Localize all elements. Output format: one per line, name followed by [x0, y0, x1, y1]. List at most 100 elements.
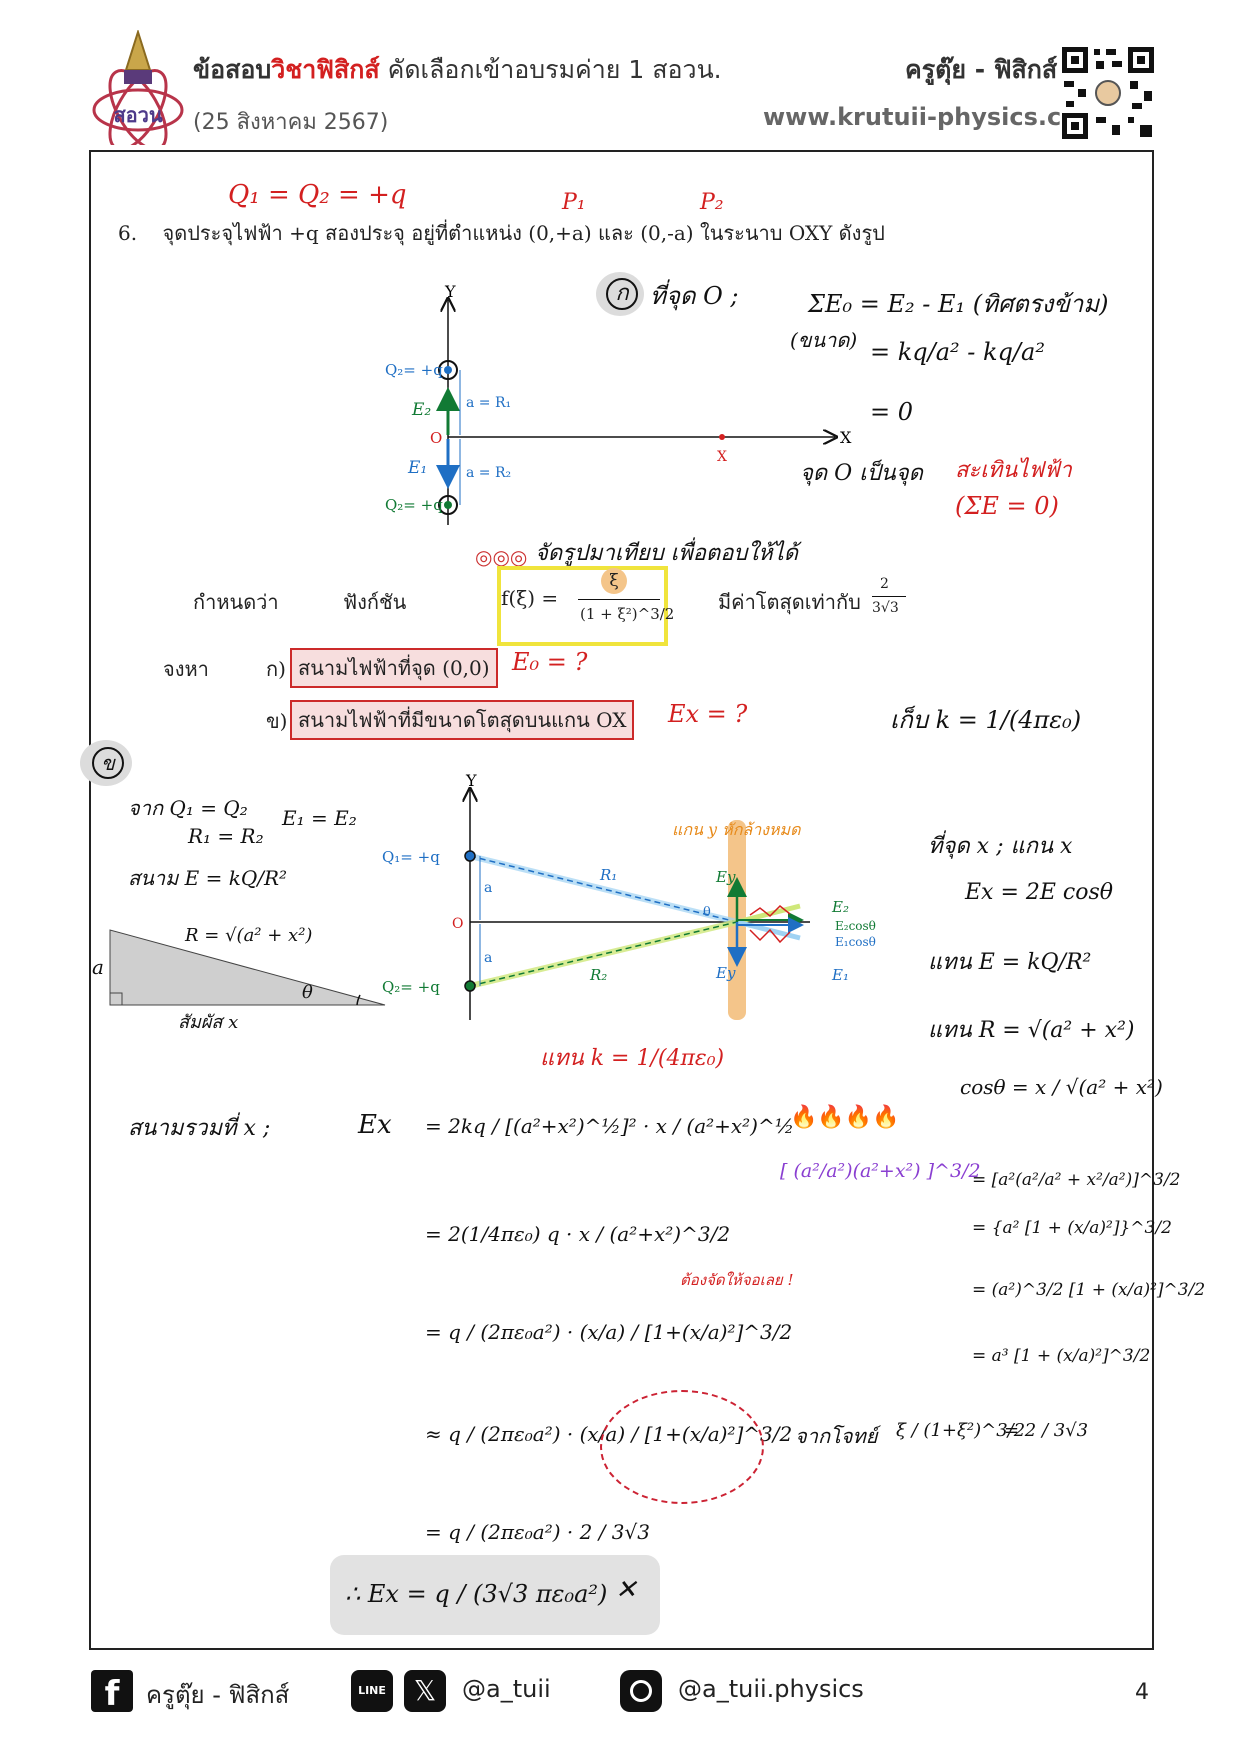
fig1-charge-top: [444, 366, 452, 374]
fig1-x-point: [719, 434, 725, 440]
target-icon: ◎◎◎: [475, 545, 528, 569]
line-icon[interactable]: LINE: [351, 1670, 393, 1712]
tri-base: สัมผัส x: [178, 1012, 239, 1033]
fig2-q1: Q₁= +q: [382, 848, 440, 866]
function-num: ξ: [601, 568, 627, 594]
footer-line-x[interactable]: @a_tuii: [462, 1675, 551, 1703]
function-box: [497, 566, 668, 646]
sol-b-from2: R₁ = R₂: [188, 824, 264, 848]
fig1-charge-bottom: [444, 501, 452, 509]
sol-b-given-val: = 2 / 3√3: [1004, 1420, 1089, 1441]
content-frame: [89, 150, 1154, 1650]
fig1-r2: a = R₂: [466, 465, 511, 481]
sol-b-equal: E₁ = E₂: [282, 806, 357, 830]
header-website[interactable]: www.krutuii-physics.com: [763, 103, 1103, 131]
fig2-r1-line: [469, 855, 738, 923]
badge-a: ก: [606, 278, 638, 310]
sol-b-step5: = q / (2πε₀a²) · 2 / 3√3: [425, 1520, 650, 1544]
find-label: จงหา: [163, 657, 209, 681]
max-num: 2: [880, 576, 889, 592]
fig1-r1: a = R₁: [466, 395, 511, 411]
define-label: กำหนดว่า: [193, 590, 279, 614]
fig2-label-o: O: [452, 916, 463, 932]
fig2-theta: θ: [703, 905, 711, 920]
sol-b-from: จาก Q₁ = Q₂: [128, 796, 248, 820]
sol-b-sub-k: แทน k = 1/(4πε₀): [540, 1046, 725, 1071]
answer-box: [330, 1555, 660, 1635]
sol-a-line3: = 0: [870, 398, 914, 426]
x-icon[interactable]: 𝕏: [404, 1670, 446, 1712]
fig2-charge-bottom: [464, 980, 476, 992]
tri-hyp: R = √(a² + x²): [185, 925, 313, 946]
part-a: สนามไฟฟ้าที่จุด (0,0): [290, 648, 498, 688]
sol-b-total-label: สนามรวมที่ x ;: [128, 1116, 271, 1141]
sol-b-from-given: จากโจทย์: [795, 1424, 878, 1448]
max-bar: [872, 596, 906, 597]
fig1-q-bottom: Q₂= +q: [385, 496, 443, 514]
sol-b-sub-r: แทน R = √(a² + x²): [928, 1018, 1135, 1043]
answer-mark: ✕: [615, 1575, 637, 1605]
footer-instagram[interactable]: @a_tuii.physics: [678, 1675, 864, 1703]
fig2-a-bot: a: [484, 950, 492, 966]
header-date: (25 สิงหาคม 2567): [193, 110, 389, 135]
sol-a-line2: = kq/a² - kq/a²: [870, 338, 1045, 366]
function-den: (1 + ξ²)^3/2: [580, 605, 675, 623]
problem-statement: 6. จุดประจุไฟฟ้า +q สองประจุ อยู่ที่ตำแห…: [118, 221, 885, 245]
header-teacher: ครูตุ๊ย - ฟิสิกส์: [905, 55, 1058, 84]
sol-b-must-fix: ต้องจัดให้จอเลย !: [680, 1271, 794, 1289]
function-bar: [578, 599, 660, 600]
sol-a-neutral-eq: (ΣE = 0): [955, 492, 1059, 520]
tri-side-a: a: [92, 955, 104, 979]
max-text: มีค่าโตสุดเท่ากับ: [718, 590, 861, 614]
side-1: [ (a²/a²)(a²+x²) ]^3/2: [780, 1160, 981, 1182]
fig2-e2: E₂: [831, 898, 849, 916]
figure-2: Y O Q₁= +q Q₂= +q a a R₁ R₂ θ Ey Ey E₂ E…: [382, 771, 876, 1020]
fire-icons: 🔥🔥🔥🔥: [790, 1105, 900, 1130]
side-4: = (a²)^3/2 [1 + (x/a)²]^3/2: [972, 1280, 1206, 1300]
qr-code-icon[interactable]: [1060, 45, 1156, 141]
part-b: สนามไฟฟ้าที่มีขนาดโตสุดบนแกน OX: [290, 700, 635, 740]
sol-b-given-fn: ξ / (1+ξ²)^3/2: [896, 1420, 1026, 1441]
annot-p1: P₁: [562, 190, 586, 215]
header-title: ข้อสอบวิชาฟิสิกส์ คัดเลือกเข้าอบรมค่าย 1…: [193, 55, 722, 84]
fig2-r2-line: [469, 921, 738, 987]
annot-charges: Q₁ = Q₂ = +q: [228, 180, 407, 210]
fig1-q-top: Q₂= +q: [385, 361, 443, 379]
fig2-e1: E₁: [831, 966, 849, 984]
sol-a-conclusion: จุด O เป็นจุด: [800, 461, 923, 486]
sol-b-field: สนาม E = kQ/R²: [128, 866, 288, 890]
fig2-charge-top: [464, 850, 476, 862]
sol-b-cos-eq: cosθ = x / √(a² + x²): [960, 1075, 1163, 1099]
triangle-figure: [109, 929, 386, 1006]
sorwon-logo: สอวน: [92, 30, 184, 145]
sol-a-heading: ที่จุด O ;: [650, 282, 739, 310]
fig2-a-top: a: [484, 880, 492, 896]
highlight-circle: [600, 1390, 764, 1504]
facebook-icon[interactable]: f: [91, 1670, 133, 1714]
fig2-label-y: Y: [465, 771, 477, 790]
fig2-e2cos: E₂cosθ: [835, 919, 876, 933]
figure-1: Y X O X Q₂= +q Q₂= +q E₂ E₁ a = R₁ a = R…: [385, 285, 852, 525]
page-number: 4: [1135, 1680, 1149, 1705]
part-a-annot: E₀ = ?: [512, 648, 588, 676]
function-label: ฟังก์ชัน: [343, 590, 407, 614]
final-answer: ∴ Ex = q / (3√3 πε₀a²): [345, 1580, 608, 1608]
fig2-q2: Q₂= +q: [382, 978, 440, 996]
sol-b-step2: = 2(1/4πε₀) q · x / (a²+x²)^3/2: [425, 1222, 731, 1246]
side-5: = a³ [1 + (x/a)²]^3/2: [972, 1346, 1151, 1366]
fig2-ey-bot: Ey: [715, 964, 736, 982]
tri-angle: θ: [302, 982, 313, 1003]
sol-b-step1: = 2kq / [(a²+x²)^½]² · x / (a²+x²)^½: [425, 1114, 795, 1138]
badge-b: ข: [92, 747, 124, 779]
side-3: = {a² [1 + (x/a)²]}^3/2: [972, 1218, 1172, 1238]
instagram-icon[interactable]: [620, 1670, 662, 1712]
fig1-label-o: O: [430, 429, 442, 447]
fig1-label-y: Y: [444, 285, 456, 301]
compare-note: จัดรูปมาเทียบ เพื่อตอบให้ได้: [535, 541, 798, 566]
sol-b-ex-eq: Ex = 2E cosθ: [965, 880, 1114, 905]
y-cancel-note: แกน y หักล้างหมด: [672, 820, 801, 839]
part-a-label: ก): [266, 657, 286, 681]
footer-facebook[interactable]: ครูตุ๊ย - ฟิสิกส์: [146, 1681, 290, 1709]
fig2-ey-top: Ey: [715, 868, 736, 886]
fig1-e2: E₂: [411, 400, 431, 420]
